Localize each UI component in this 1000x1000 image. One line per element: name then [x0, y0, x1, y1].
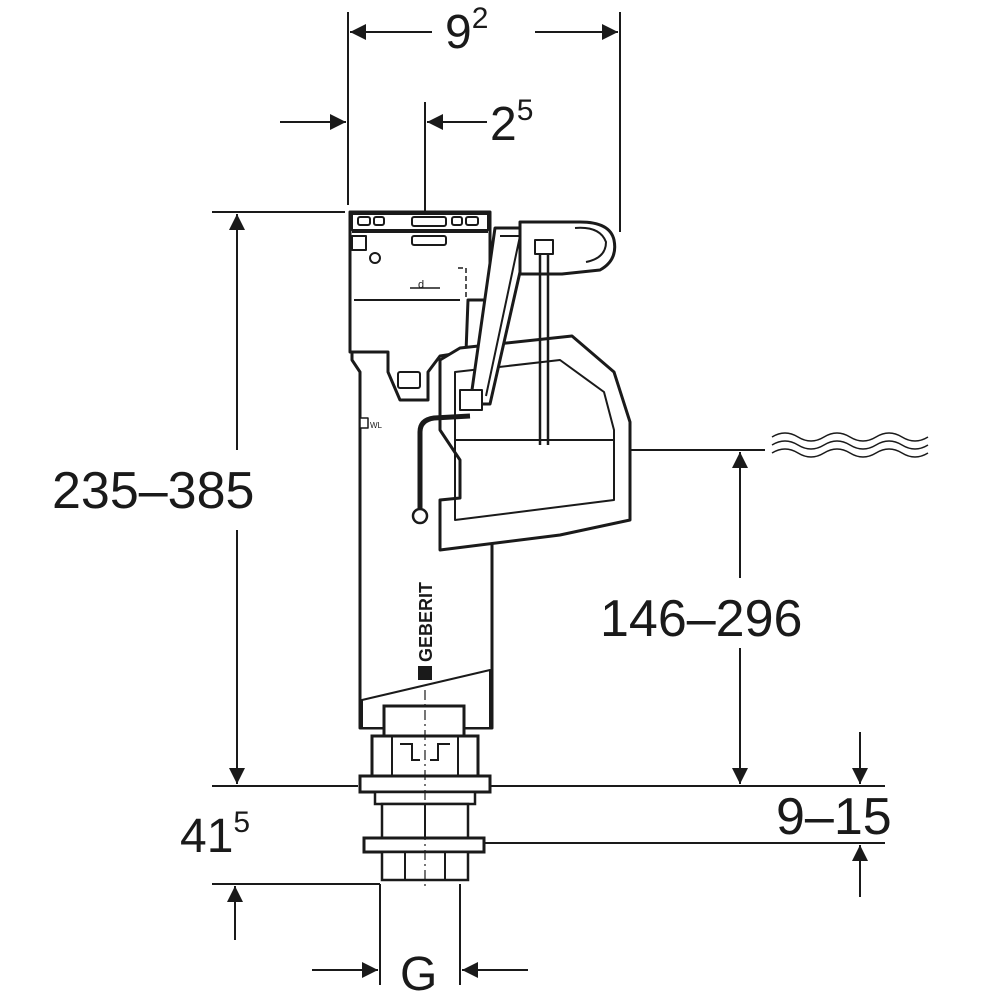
thread-label: G: [400, 948, 437, 1000]
water-level-waves-icon: [771, 432, 929, 458]
geberit-logo: GEBERIT: [416, 582, 436, 680]
water-mark-label: WL: [370, 421, 383, 430]
svg-text:GEBERIT: GEBERIT: [416, 582, 436, 662]
refill-tube: [417, 413, 471, 516]
fill-valve-body: [348, 210, 632, 730]
water-level-dimension: 146–296: [600, 590, 802, 648]
offset-dimension: 25: [490, 94, 533, 151]
dimension-arrows: [227, 24, 868, 978]
flange-dimension: 9–15: [776, 788, 892, 846]
width-dimension: 92: [445, 2, 488, 59]
total-height-dimension: 235–385: [52, 462, 254, 520]
bottom-offset-dimension: 415: [180, 806, 250, 863]
float-lever: [468, 226, 532, 406]
adjust-mark: d: [418, 279, 424, 291]
